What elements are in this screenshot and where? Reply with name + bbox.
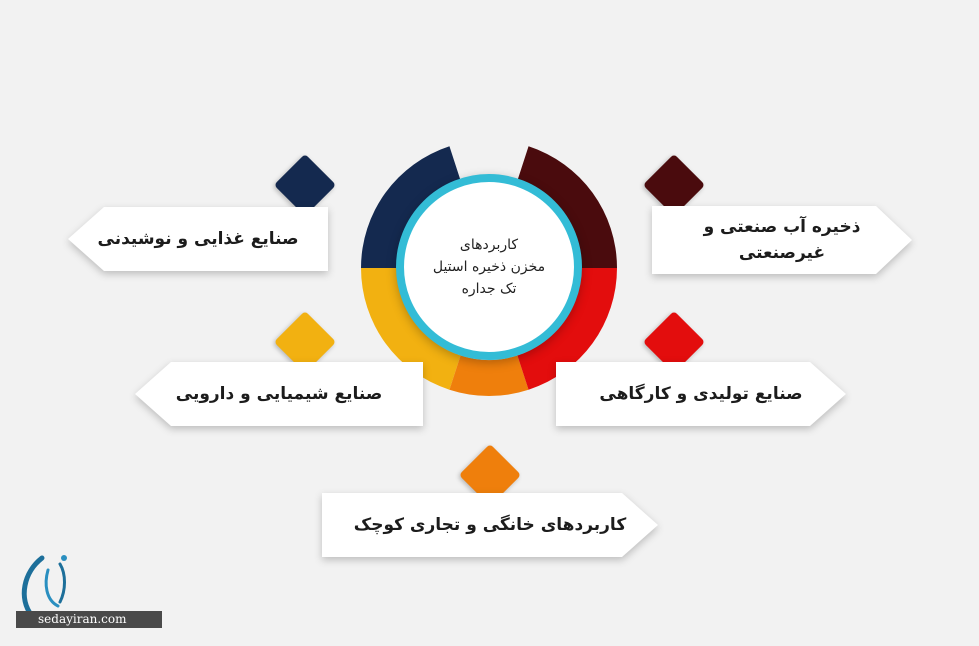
label-manufacturing: صنایع تولیدی و کارگاهی <box>556 362 846 426</box>
label-food-text: صنایع غذایی و نوشیدنی <box>97 229 299 249</box>
ring-segment-household <box>449 355 529 396</box>
ring-segment-food <box>361 146 461 268</box>
ring-segment-water <box>517 146 617 268</box>
label-food: صنایع غذایی و نوشیدنی <box>68 207 328 271</box>
label-household-text: کاربردهای خانگی و تجاری کوچک <box>353 515 627 535</box>
watermark-site: sedayiran.com <box>16 611 162 628</box>
label-manufacturing-text: صنایع تولیدی و کارگاهی <box>599 384 803 404</box>
label-water-text: ذخیره آب صنعتی و غیرصنعتی <box>703 217 861 263</box>
ring-segment-manufacturing <box>517 268 617 390</box>
center-title: کاربردهای مخزن ذخیره استیل تک جداره <box>432 237 546 297</box>
center-circle: کاربردهای مخزن ذخیره استیل تک جداره <box>396 174 582 360</box>
label-chemical-text: صنایع شیمیایی و دارویی <box>175 384 383 404</box>
ring-segment-chemical <box>361 268 461 390</box>
label-chemical: صنایع شیمیایی و دارویی <box>135 362 423 426</box>
label-water: ذخیره آب صنعتی و غیرصنعتی <box>652 206 912 274</box>
label-household: کاربردهای خانگی و تجاری کوچک <box>322 493 658 557</box>
